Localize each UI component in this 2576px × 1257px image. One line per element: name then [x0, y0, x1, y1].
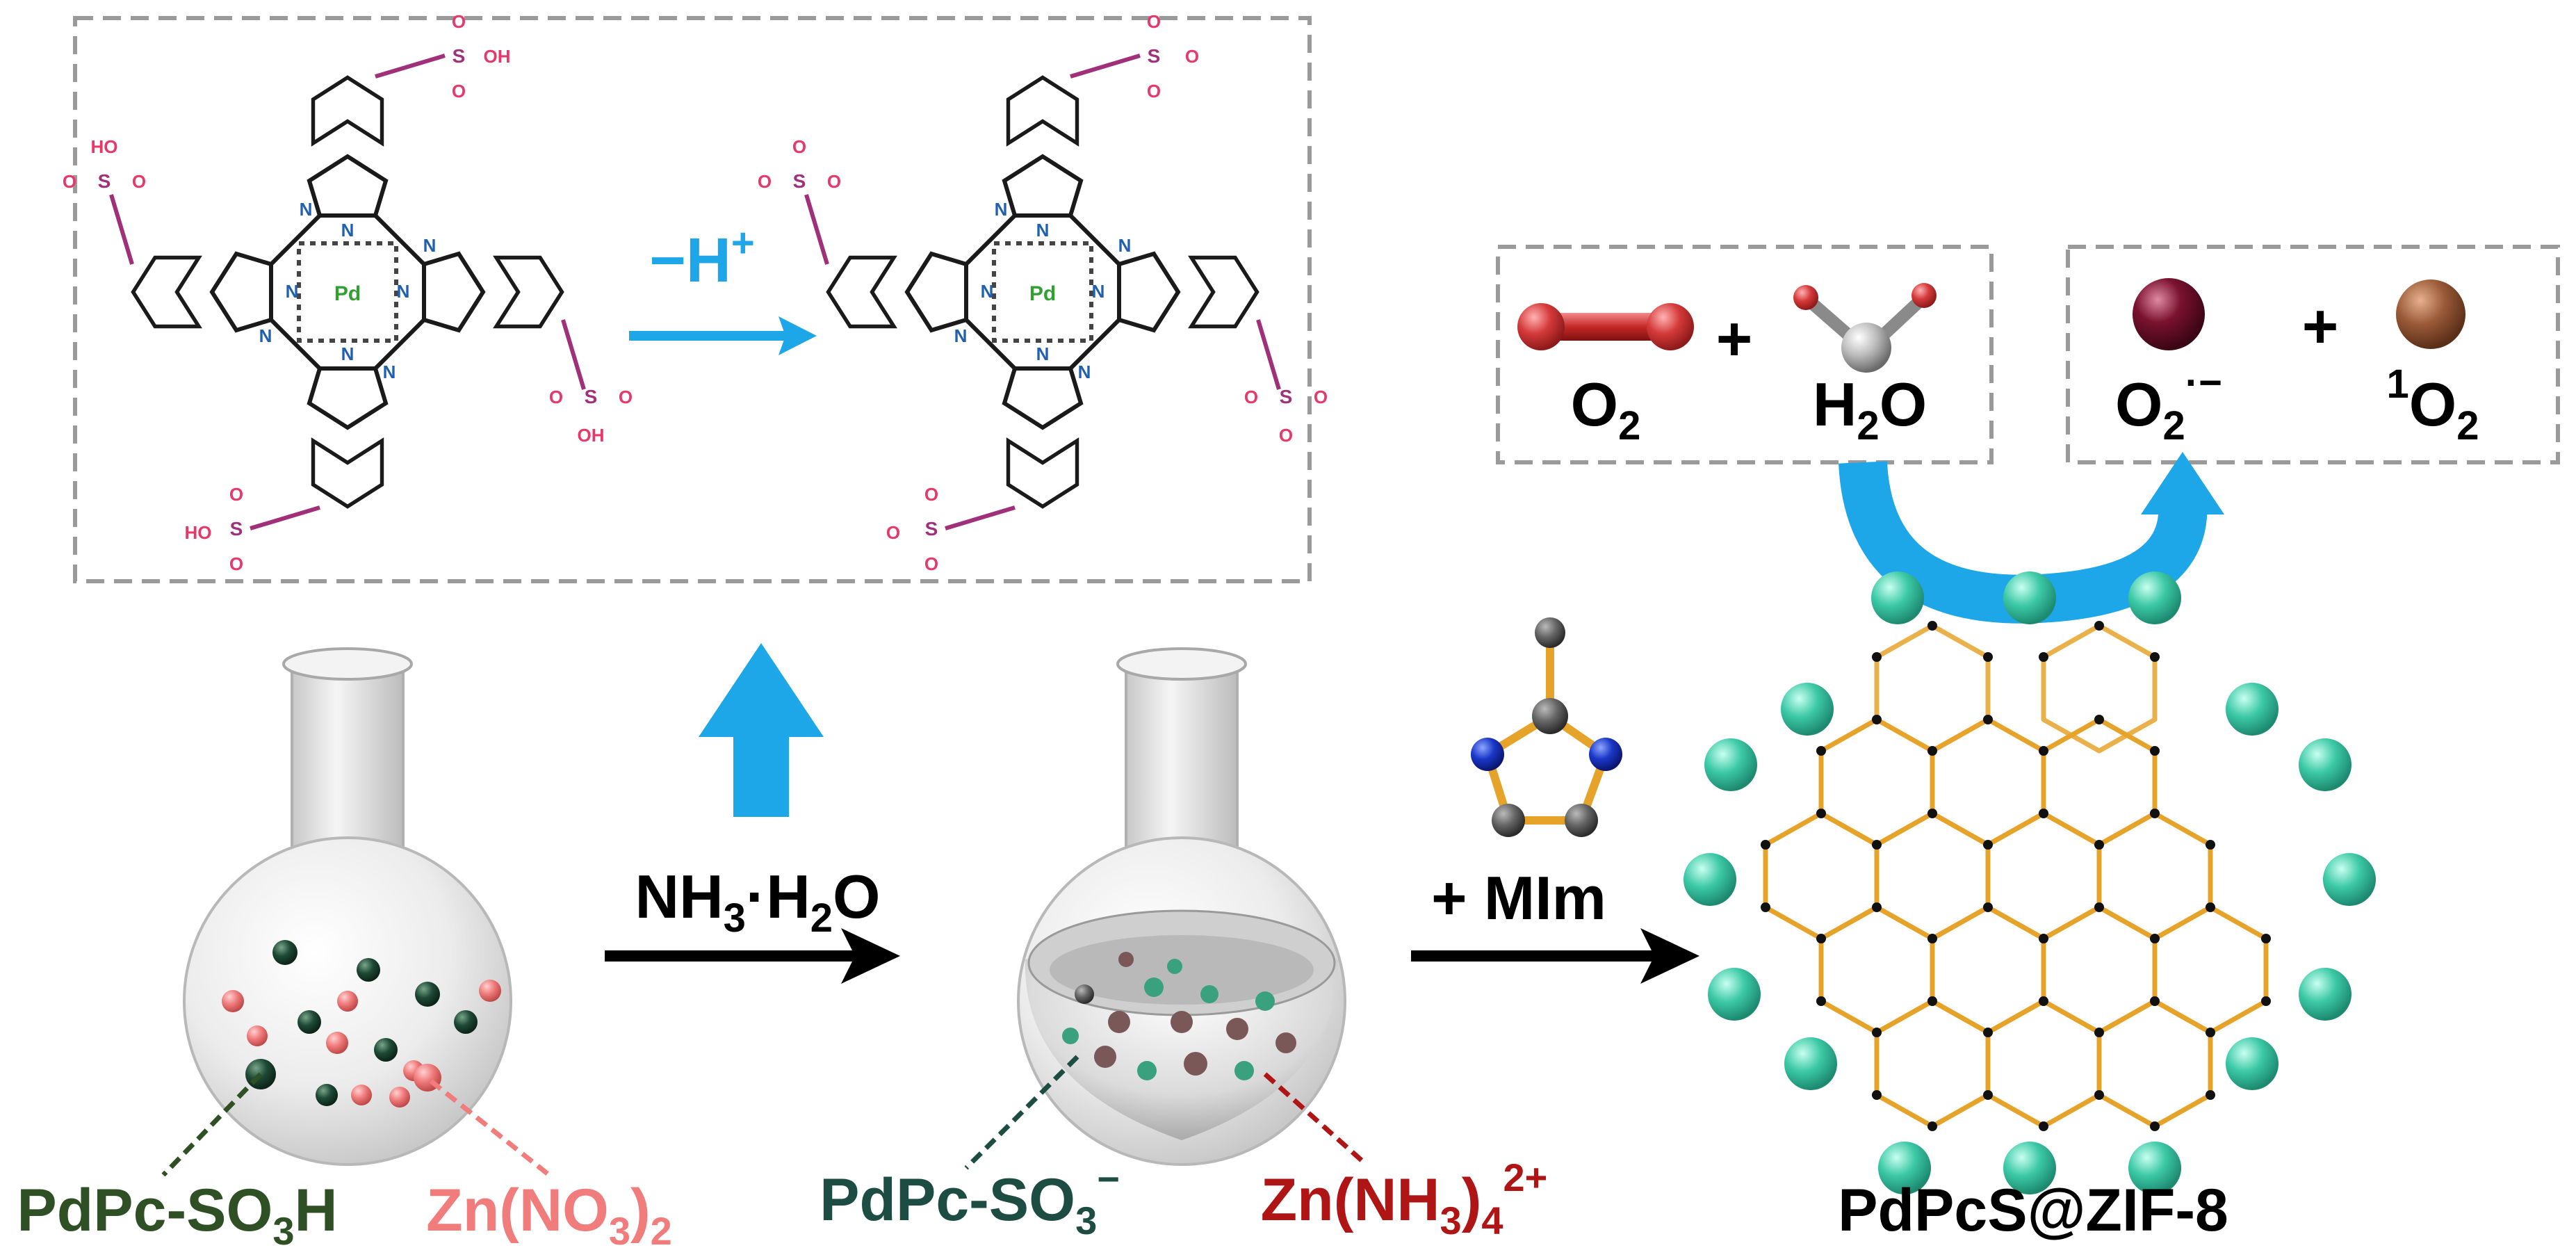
minus-h-text: −H	[649, 226, 731, 295]
s-atom: S	[585, 386, 598, 407]
o-atom: O	[1185, 46, 1199, 67]
n-atom: N	[1036, 343, 1050, 364]
o-atom: O	[229, 553, 243, 574]
pdpc-so3h-structure: Pd N N N N N N N N S S S S O O OH O O OH…	[63, 11, 633, 574]
s-atom: S	[1280, 386, 1293, 407]
o-atom: O	[619, 387, 633, 407]
ho-group: HO	[185, 522, 212, 543]
o-atom: O	[452, 81, 466, 102]
zn-cation-spheres	[1684, 571, 2376, 1194]
oh-group: OH	[484, 46, 511, 67]
o-atom: O	[1147, 11, 1161, 32]
n-atom: N	[954, 325, 968, 346]
ho-group: HO	[91, 136, 118, 157]
singlet-oxygen-label: 1O2	[2387, 362, 2479, 448]
caption-zn-nh3: Zn(NH3)42+	[1261, 1155, 1548, 1242]
o-atom: O	[63, 171, 76, 192]
superoxide-sphere	[2133, 278, 2205, 350]
n-atom: N	[1118, 235, 1132, 256]
s-atom: S	[230, 518, 243, 540]
o-atom: O	[1279, 425, 1293, 446]
o-atom: O	[924, 484, 938, 505]
flask-initial-particles	[222, 940, 501, 1108]
o-atom: O	[549, 387, 563, 407]
n-atom: N	[1092, 281, 1105, 302]
o2-molecule	[1517, 303, 1694, 350]
n-atom: N	[300, 199, 313, 220]
n-atom: N	[423, 235, 437, 256]
caption-product: PdPcS@ZIF-8	[1838, 1177, 2228, 1244]
caption-pdpc-so3h: PdPc-SO3H	[17, 1177, 337, 1253]
superoxide-label: O2·−	[2115, 360, 2222, 448]
s-atom: S	[453, 45, 466, 67]
reactants-box	[1496, 245, 1994, 464]
mim-label: + MIm	[1431, 863, 1606, 932]
zn-nh3-pointer	[1263, 1072, 1364, 1163]
flask-deprotonated	[1017, 647, 1346, 1166]
o-atom: O	[924, 553, 938, 574]
zif8-framework	[1684, 571, 2376, 1194]
ammonia-arrow	[605, 928, 900, 984]
o-atom: O	[452, 11, 466, 32]
n-atom: N	[1036, 220, 1050, 241]
s-atom: S	[1148, 45, 1161, 67]
pdpc-so3h-pointer	[161, 1072, 263, 1177]
singlet-oxygen-sphere	[2396, 279, 2465, 349]
deprotonation-up-arrow	[699, 643, 824, 817]
ammonia-label: NH3·H2O	[635, 862, 881, 941]
plus-sign-reactants: +	[1716, 305, 1753, 374]
proton-charge: +	[731, 220, 755, 266]
h2o-label: H2O	[1813, 370, 1927, 448]
deprotonation-arrow	[629, 316, 817, 355]
o-atom: O	[827, 171, 841, 192]
s-atom: S	[98, 170, 111, 192]
s-atom: S	[793, 170, 806, 192]
o-atom: O	[792, 136, 806, 157]
ros-products-box	[2066, 245, 2560, 464]
n-atom: N	[286, 281, 299, 302]
n-atom: N	[1078, 362, 1091, 382]
mim-arrow	[1411, 928, 1699, 984]
n-atom: N	[995, 199, 1008, 220]
n-atom: N	[341, 343, 354, 364]
o2-label: O2	[1571, 370, 1641, 448]
n-atom: N	[341, 220, 354, 241]
o-atom: O	[886, 522, 900, 543]
o-atom: O	[1314, 387, 1328, 407]
o-atom: O	[1244, 387, 1258, 407]
pd-atom-left: Pd	[334, 282, 361, 305]
zn-no3-pointer	[429, 1079, 551, 1177]
deprotonation-label: −H+	[649, 220, 754, 295]
caption-zn-no3: Zn(NO3)2	[426, 1177, 672, 1253]
caption-pdpc-so3: PdPc-SO3−	[820, 1157, 1120, 1242]
o-atom: O	[758, 171, 772, 192]
pdpc-so3-structure: Pd N N N N N N N N S S S S O O O O O O O…	[758, 11, 1328, 574]
n-atom: N	[383, 362, 396, 382]
s-atom: S	[925, 518, 938, 540]
n-atom: N	[259, 325, 272, 346]
n-atom: N	[981, 281, 994, 302]
molecule-panel-border	[73, 16, 1312, 583]
flask-deprotonated-particles	[1062, 952, 1296, 1080]
oh-group: OH	[578, 425, 605, 446]
flask-initial	[183, 647, 512, 1166]
plus-sign-products: +	[2302, 292, 2339, 362]
o-atom: O	[1147, 81, 1161, 102]
pd-atom-right: Pd	[1029, 282, 1056, 305]
mim-ligand	[1471, 617, 1622, 837]
n-atom: N	[397, 281, 410, 302]
o-atom: O	[229, 484, 243, 505]
h2o-molecule	[1793, 283, 1937, 373]
o-atom: O	[132, 171, 146, 192]
pdpc-so3-pointer	[964, 1055, 1079, 1170]
